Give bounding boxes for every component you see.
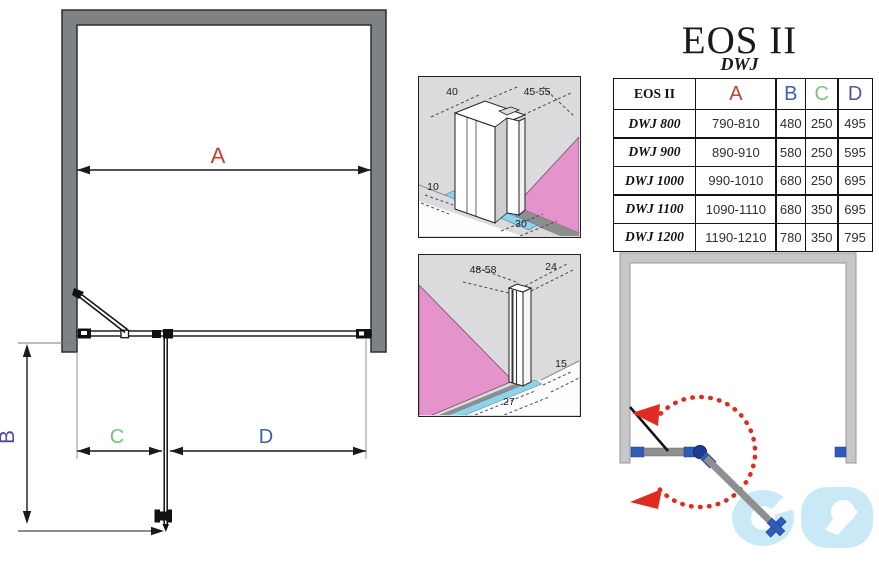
arrow-right-icon	[149, 446, 162, 456]
table-cell: 695	[838, 195, 872, 223]
detail-panel-top: 40 45-55 10 30	[418, 76, 581, 238]
brand-watermark-logo	[732, 484, 873, 548]
dimension-d	[170, 446, 366, 456]
table-cell: 250	[806, 110, 838, 138]
wall-frame	[61, 9, 387, 353]
wall-corner-line	[540, 360, 579, 381]
dimension-c	[77, 446, 162, 456]
main-drawing: A	[0, 9, 387, 536]
table-cell: 350	[806, 223, 838, 251]
wall-profile	[453, 100, 527, 224]
table-row-model: DWJ 1000	[614, 167, 695, 195]
table-row-model: DWJ 800	[614, 110, 695, 138]
wall-fitting-right	[834, 446, 847, 458]
open-door-bar	[703, 455, 779, 530]
detail-top-floor-label: 10	[427, 181, 439, 193]
dim-label-c: C	[110, 426, 124, 448]
panel-wall-mount	[72, 288, 84, 299]
swing-arrow-bottom-icon	[630, 489, 662, 509]
hinge-block	[120, 329, 130, 339]
table-header-c: C	[806, 79, 838, 109]
dim-label-a: A	[211, 143, 226, 168]
cyan-strip	[447, 379, 543, 415]
table-cell: 795	[838, 223, 872, 251]
dim-label-b: B	[0, 430, 19, 444]
pink-wall	[419, 284, 514, 415]
table-cell: 1190-1210	[696, 223, 776, 251]
pivot-fitting-left	[152, 330, 161, 338]
fixed-glass-bar	[643, 447, 685, 457]
shadow-strip	[515, 206, 579, 236]
floor-line	[419, 184, 448, 197]
profile-notch	[497, 106, 521, 116]
arrow-left-icon	[77, 446, 90, 456]
detail-bottom-depth-label: 24	[545, 261, 557, 273]
floor	[453, 362, 579, 415]
arrow-right-small-icon	[151, 526, 164, 536]
wall-bracket-left-slot	[81, 331, 87, 335]
frame	[619, 252, 857, 464]
table-row-model: DWJ 900	[614, 138, 695, 166]
dashed-leaders	[462, 263, 579, 415]
detail-top-base-label: 30	[515, 218, 527, 230]
fixed-panel	[77, 291, 128, 334]
dimension-a	[77, 165, 371, 175]
swing-arc	[652, 394, 758, 510]
detail-panel-bottom: 48-58 24 15 27	[418, 254, 581, 417]
arrow-down-icon	[22, 511, 32, 524]
detail-top-range-label: 45-55	[524, 86, 551, 98]
door-swing-diagram	[619, 252, 873, 548]
table-header-a: A	[696, 79, 776, 109]
table-header-model: EOS II	[614, 79, 695, 109]
arrow-right-icon	[358, 165, 371, 175]
table-cell: 480	[776, 110, 805, 138]
product-subtitle: DWJ	[720, 54, 759, 74]
table-cell: 680	[776, 167, 805, 195]
detail-bottom-drawing: 48-58 24 15 27	[419, 261, 579, 415]
dimension-b	[22, 344, 32, 524]
table-header-d: D	[838, 79, 872, 109]
dashed-leaders	[420, 86, 576, 236]
detail-bottom-base-label: 27	[503, 396, 515, 408]
spec-table: EOS II A B C D DWJ 800 790-810 480 250 4…	[613, 78, 873, 252]
table-header-b: B	[776, 79, 805, 109]
table-cell: 680	[776, 195, 805, 223]
table-row-model: DWJ 1200	[614, 223, 695, 251]
door-handle	[765, 516, 787, 538]
arrow-up-icon	[22, 344, 32, 357]
arrow-right-icon	[353, 446, 366, 456]
shadow-strip	[439, 378, 534, 415]
table-cell: 495	[838, 110, 872, 138]
floor	[419, 201, 523, 236]
table-row-model: DWJ 1100	[614, 195, 695, 223]
table-cell: 350	[806, 195, 838, 223]
wall-bracket-right-slot	[359, 331, 364, 336]
detail-top-drawing: 40 45-55 10 30	[419, 86, 579, 236]
arrow-left-icon	[170, 446, 183, 456]
product-title: EOS II	[681, 19, 798, 62]
dim-label-d: D	[259, 426, 273, 448]
table-cell: 890-910	[696, 138, 776, 166]
swing-arrow-top-icon	[632, 404, 660, 426]
table-cell: 990-1010	[696, 167, 776, 195]
table-cell: 580	[776, 138, 805, 166]
detail-bottom-floor-label: 15	[555, 358, 567, 370]
arrow-left-icon	[77, 165, 90, 175]
table-cell: 250	[806, 167, 838, 195]
pivot-fitting-right	[163, 329, 173, 339]
table-cell: 695	[838, 167, 872, 195]
table-cell: 1090-1110	[696, 195, 776, 223]
detail-bottom-range-label: 48-58	[470, 264, 497, 276]
table-cell: 790-810	[696, 110, 776, 138]
table-cell: 250	[806, 138, 838, 166]
profile-slot	[494, 117, 508, 224]
table-cell: 780	[776, 223, 805, 251]
wall-fitting-left	[630, 446, 645, 458]
table-cell: 595	[838, 138, 872, 166]
door-handle	[154, 509, 172, 523]
door-tip	[162, 524, 169, 532]
glass-profile	[507, 283, 533, 387]
detail-top-width-label: 40	[446, 86, 458, 98]
open-door	[163, 337, 168, 526]
